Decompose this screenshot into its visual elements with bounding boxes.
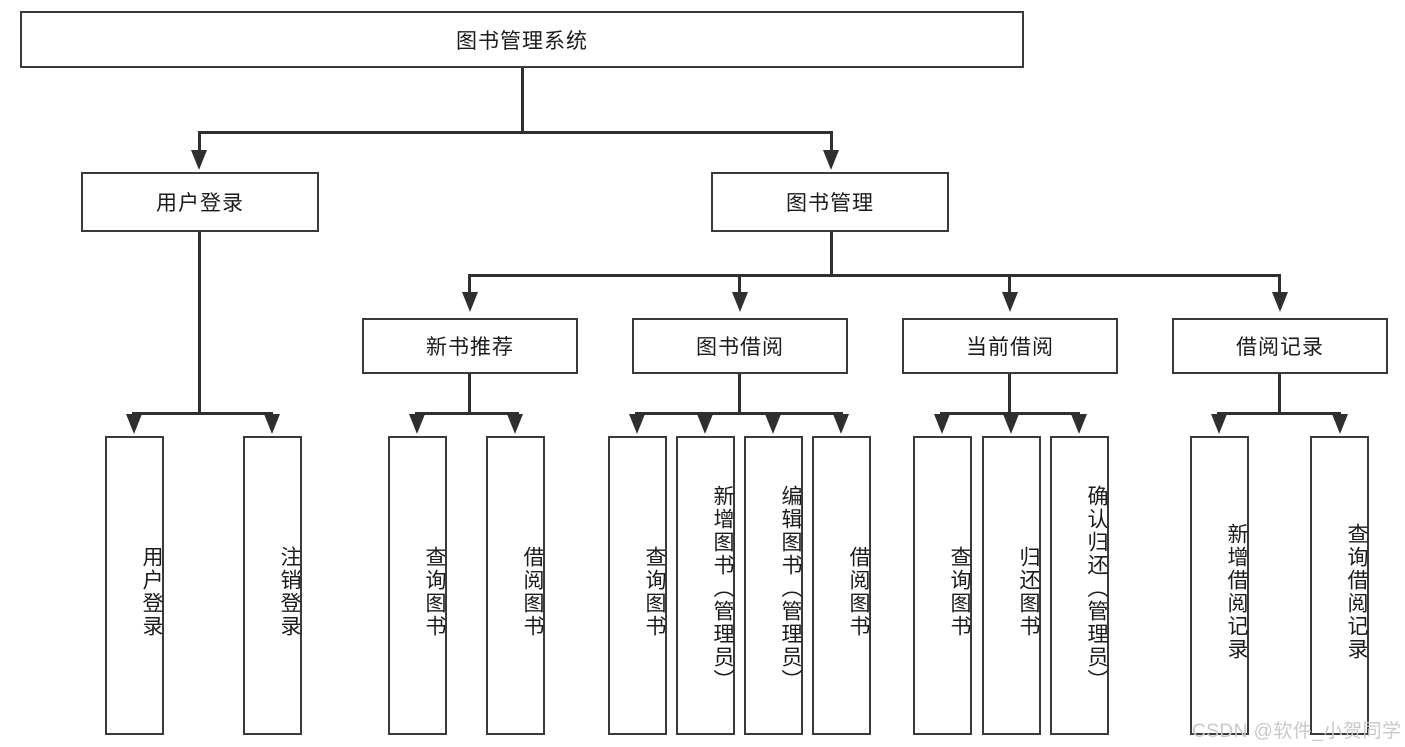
node-label: 查询图书	[948, 545, 971, 638]
node-leaf-query-books-new[interactable]: 查询图书	[388, 436, 447, 735]
node-label: 编辑图书（管理员）	[779, 485, 802, 692]
arrow-current-leaf-2	[1071, 414, 1087, 434]
node-label: 新书推荐	[426, 336, 514, 359]
node-leaf-logout[interactable]: 注销登录	[243, 436, 302, 735]
node-label: 新增图书（管理员）	[711, 485, 734, 692]
connector-records-bus	[1217, 412, 1341, 415]
node-new-book-recommend[interactable]: 新书推荐	[362, 318, 578, 374]
node-label: 注销登录	[278, 545, 301, 638]
arrow-bookmgmt-to-records	[1272, 292, 1288, 312]
arrow-bookmgmt-to-current	[1002, 292, 1018, 312]
connector-bookmgmt-drop-1	[738, 274, 741, 294]
node-book-management[interactable]: 图书管理	[711, 172, 949, 232]
arrow-borrow-leaf-3	[833, 414, 849, 434]
connector-records-stem	[1278, 374, 1281, 412]
node-leaf-add-borrow-record[interactable]: 新增借阅记录	[1190, 436, 1249, 735]
node-leaf-add-book-admin[interactable]: 新增图书（管理员）	[676, 436, 735, 735]
node-leaf-edit-book-admin[interactable]: 编辑图书（管理员）	[744, 436, 803, 735]
connector-bookmgmt-drop-0	[468, 274, 471, 294]
arrow-login-leaf-1	[264, 414, 280, 434]
node-leaf-query-books-current[interactable]: 查询图书	[913, 436, 972, 735]
arrow-root-to-bookmgmt	[823, 150, 839, 170]
connector-newbooks-bus	[415, 412, 519, 415]
connector-login-bus	[132, 412, 272, 415]
connector-root-to-bookmgmt	[830, 131, 833, 152]
node-label: 图书管理	[786, 192, 874, 215]
node-leaf-query-borrow-record[interactable]: 查询借阅记录	[1310, 436, 1369, 735]
node-leaf-query-books-borrow[interactable]: 查询图书	[608, 436, 667, 735]
arrow-bookmgmt-to-borrow	[732, 292, 748, 312]
connector-root-stem	[521, 68, 524, 131]
node-label: 查询借阅记录	[1345, 522, 1368, 661]
csdn-watermark: CSDN @软件_小贺同学	[1192, 721, 1402, 742]
node-current-borrow[interactable]: 当前借阅	[902, 318, 1118, 374]
node-label: 确认归还（管理员）	[1085, 485, 1108, 692]
node-label: 查询图书	[643, 545, 666, 638]
node-label: 新增借阅记录	[1225, 522, 1248, 661]
arrow-records-leaf-0	[1211, 414, 1227, 434]
arrow-root-to-login	[191, 150, 207, 170]
node-label: 用户登录	[156, 192, 244, 215]
node-leaf-user-login[interactable]: 用户登录	[105, 436, 164, 735]
arrow-newbooks-leaf-0	[409, 414, 425, 434]
arrow-bookmgmt-to-newbooks	[462, 292, 478, 312]
node-borrow-records[interactable]: 借阅记录	[1172, 318, 1388, 374]
node-label: 用户登录	[140, 545, 163, 638]
connector-borrow-bus	[635, 412, 843, 415]
node-label: 借阅记录	[1236, 336, 1324, 359]
connector-bookmgmt-bus	[468, 274, 1280, 277]
arrow-current-leaf-1	[1003, 414, 1019, 434]
node-label: 归还图书	[1017, 545, 1040, 638]
connector-current-stem	[1008, 374, 1011, 412]
node-label: 图书借阅	[696, 336, 784, 359]
arrow-newbooks-leaf-1	[507, 414, 523, 434]
node-leaf-borrow-books[interactable]: 借阅图书	[812, 436, 871, 735]
node-label: 借阅图书	[847, 545, 870, 638]
node-root-system[interactable]: 图书管理系统	[20, 11, 1024, 68]
node-book-borrow[interactable]: 图书借阅	[632, 318, 848, 374]
connector-borrow-stem	[738, 374, 741, 412]
arrow-current-leaf-0	[934, 414, 950, 434]
arrow-records-leaf-1	[1332, 414, 1348, 434]
node-label: 查询图书	[423, 545, 446, 638]
arrow-borrow-leaf-1	[697, 414, 713, 434]
node-user-login[interactable]: 用户登录	[81, 172, 319, 232]
connector-root-to-login	[198, 131, 201, 152]
node-label: 借阅图书	[521, 545, 544, 638]
node-leaf-return-books[interactable]: 归还图书	[982, 436, 1041, 735]
connector-newbooks-stem	[468, 374, 471, 412]
connector-bookmgmt-drop-3	[1278, 274, 1281, 294]
node-leaf-confirm-return-admin[interactable]: 确认归还（管理员）	[1050, 436, 1109, 735]
arrow-login-leaf-0	[126, 414, 142, 434]
connector-login-stem	[198, 232, 201, 412]
connector-root-bus	[198, 131, 832, 134]
arrow-borrow-leaf-0	[629, 414, 645, 434]
node-label: 图书管理系统	[456, 29, 588, 53]
node-leaf-borrow-books-new[interactable]: 借阅图书	[486, 436, 545, 735]
connector-bookmgmt-stem	[830, 232, 833, 274]
node-label: 当前借阅	[966, 336, 1054, 359]
connector-bookmgmt-drop-2	[1008, 274, 1011, 294]
arrow-borrow-leaf-2	[765, 414, 781, 434]
